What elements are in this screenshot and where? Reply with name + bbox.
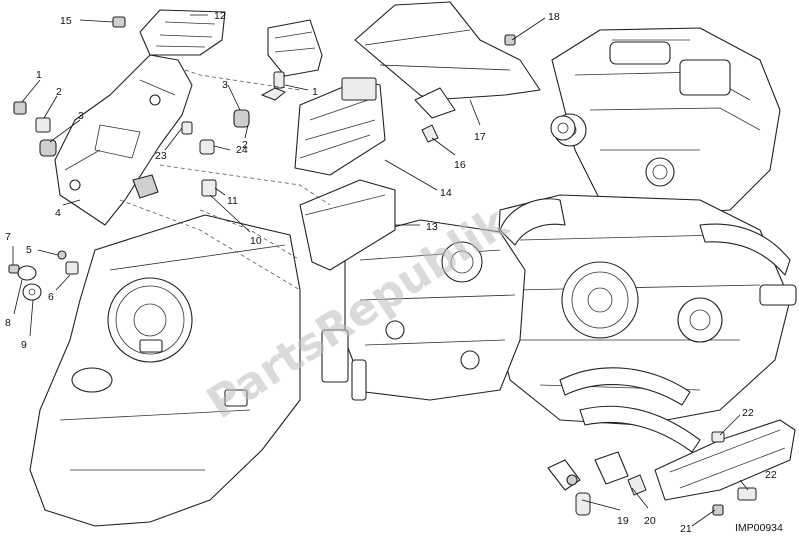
ecu-upper-bracket [139, 9, 226, 56]
callout-8: 8 [5, 317, 11, 329]
leader-lines [12, 14, 749, 527]
callout-2b: 2 [242, 139, 248, 151]
callout-14: 14 [440, 187, 452, 199]
engine-assembly [321, 27, 797, 453]
callout-5: 5 [26, 244, 32, 256]
heel-guard-22 [654, 419, 796, 501]
callout-3b: 3 [222, 79, 228, 91]
callout-10: 10 [250, 235, 262, 247]
ecu-cover-13 [299, 179, 396, 271]
connector-20 [594, 451, 647, 496]
callout-4: 4 [55, 207, 61, 219]
screw-21 [712, 504, 724, 516]
ecu-bracket [54, 54, 193, 226]
callout-6: 6 [48, 291, 54, 303]
callout-23: 23 [155, 150, 167, 162]
screw-18 [504, 34, 516, 46]
callout-9: 9 [21, 339, 27, 351]
callout-7: 7 [5, 231, 11, 243]
battery-tray-17 [354, 1, 541, 119]
callout-24: 24 [236, 144, 248, 156]
callout-22b: 22 [765, 469, 777, 481]
callout-1b: 1 [312, 86, 318, 98]
tab-16 [421, 124, 439, 143]
callout-20: 20 [644, 515, 656, 527]
small-components [8, 16, 286, 301]
connector-12 [267, 19, 323, 77]
callout-labels: 1 2 3 4 5 6 7 8 9 10 11 12 13 14 15 16 1… [5, 10, 777, 535]
sensor-19 [547, 459, 591, 516]
callout-12: 12 [214, 10, 226, 22]
callout-22: 22 [742, 407, 754, 419]
callout-1: 1 [36, 69, 42, 81]
callout-15: 15 [60, 15, 72, 27]
callout-2: 2 [56, 86, 62, 98]
callout-3: 3 [78, 110, 84, 122]
callout-17: 17 [474, 131, 486, 143]
callout-21: 21 [680, 523, 692, 535]
callout-19: 19 [617, 515, 629, 527]
ecu-unit [294, 77, 386, 176]
callout-16: 16 [454, 159, 466, 171]
diagram-code: IMP00934 [735, 522, 783, 534]
belt-cover-assembly [29, 214, 301, 527]
callout-18: 18 [548, 11, 560, 23]
callout-13: 13 [426, 221, 438, 233]
callout-11: 11 [227, 195, 238, 207]
